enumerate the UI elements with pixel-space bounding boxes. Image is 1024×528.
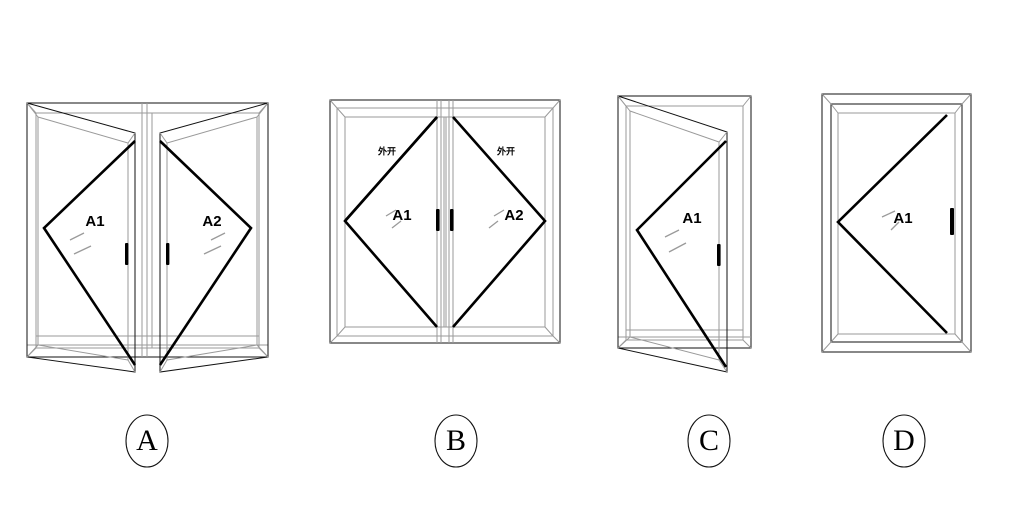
option-a-leaf-a1[interactable]: A1 <box>26 102 137 373</box>
option-a-a2-glass-ticks <box>203 232 226 255</box>
option-a-leaf-a2[interactable]: A2 <box>158 102 269 373</box>
option-d-a1-label: A1 <box>893 210 912 227</box>
choice-label-b[interactable]: B <box>434 414 478 468</box>
option-a-center-mullion <box>141 103 153 357</box>
option-b-leaf-a1[interactable]: A1 外开 <box>343 116 440 328</box>
choice-label-d[interactable]: D <box>882 414 926 468</box>
choice-label-c[interactable]: C <box>687 414 731 468</box>
option-a-a2-label: A2 <box>202 213 221 230</box>
option-b-a1-annotation: 外开 <box>377 146 396 158</box>
option-b-leaf-a2[interactable]: A2 外开 <box>450 116 547 328</box>
option-b-a1-label: A1 <box>392 207 411 224</box>
option-b-a2-label: A2 <box>504 207 523 224</box>
diagram-option-c[interactable]: A1 <box>617 95 752 373</box>
option-d-leaf-a1[interactable]: A1 <box>836 114 954 334</box>
option-c-leaf-a1[interactable]: A1 <box>617 95 728 373</box>
choice-label-c-text: C <box>699 424 719 457</box>
choice-label-a[interactable]: A <box>125 414 169 468</box>
option-b-outer-frame <box>329 99 561 344</box>
option-c-a1-label: A1 <box>682 210 701 227</box>
option-c-a1-glass-ticks <box>664 229 687 253</box>
option-a-a2-handle[interactable] <box>166 243 170 265</box>
diagram-option-a[interactable]: A1 A2 <box>26 102 269 373</box>
option-b-a2-annotation: 外开 <box>496 146 515 158</box>
option-d-outer-frame <box>821 93 972 353</box>
option-a-a1-handle[interactable] <box>125 243 129 265</box>
option-a-a1-glass-ticks <box>69 232 92 255</box>
option-d-a1-glass-ticks <box>881 210 900 231</box>
option-a-a1-label: A1 <box>85 213 104 230</box>
option-c-a1-handle[interactable] <box>717 244 721 266</box>
diagram-option-b[interactable]: A1 外开 A2 外开 <box>329 99 561 344</box>
choice-label-a-text: A <box>136 424 158 457</box>
diagram-option-d[interactable]: A1 <box>821 93 972 353</box>
choice-label-b-text: B <box>446 424 466 457</box>
option-b-a2-glass-ticks <box>488 209 505 229</box>
option-b-a1-glass-ticks <box>385 209 402 229</box>
choice-label-d-text: D <box>893 424 915 457</box>
option-d-a1-handle[interactable] <box>950 208 954 235</box>
option-b-a2-handle[interactable] <box>450 209 454 231</box>
option-b-a1-handle[interactable] <box>436 209 440 231</box>
